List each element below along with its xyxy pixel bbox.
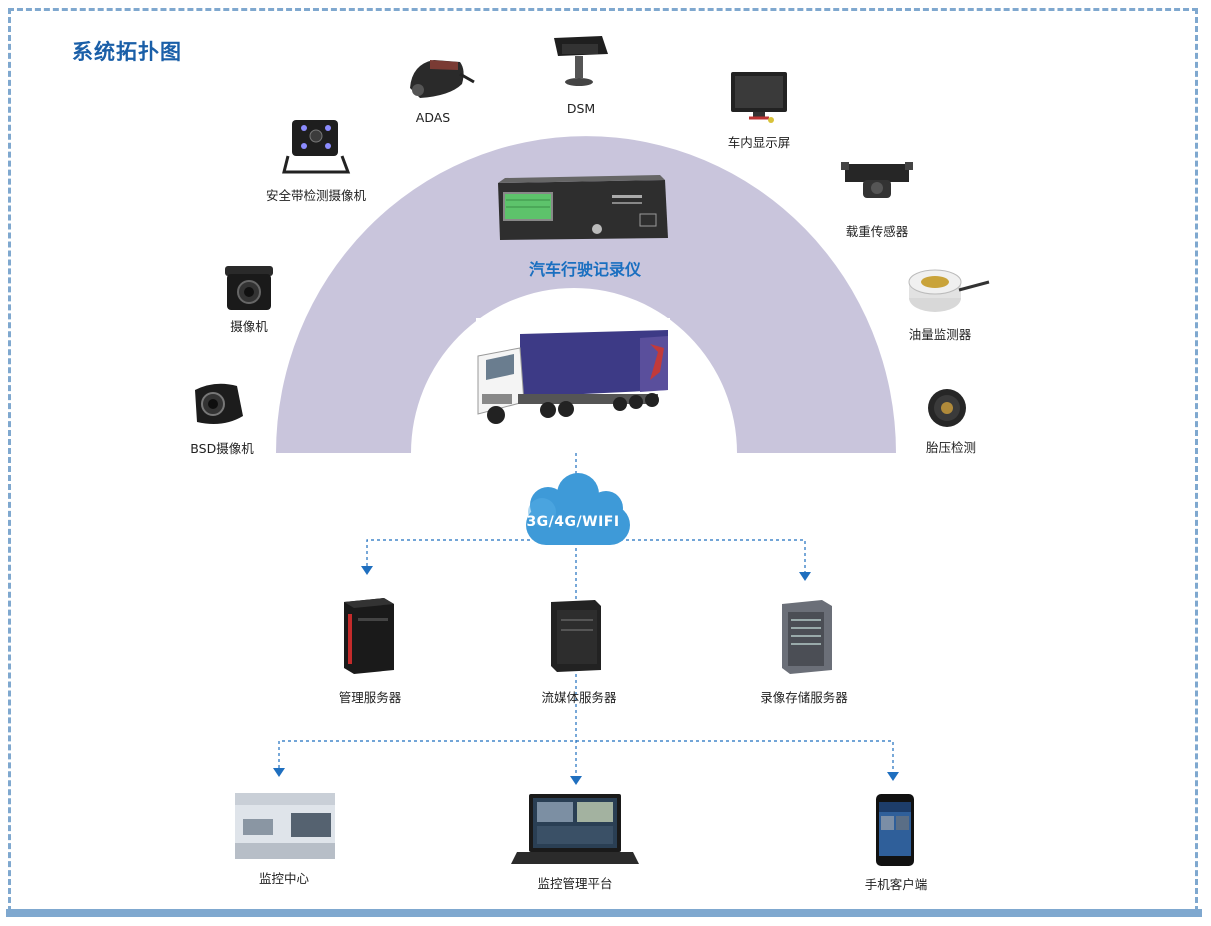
- fuel-sensor-icon: [908, 269, 990, 312]
- adas-camera-icon: [410, 60, 475, 98]
- control-room-icon: [235, 793, 335, 859]
- management-platform-label: 监控管理平台: [537, 876, 613, 891]
- recorder-label: 汽车行驶记录仪: [528, 260, 642, 279]
- load-sensor-label: 载重传感器: [845, 224, 909, 239]
- laptop-icon: [511, 794, 639, 864]
- dashed-frame: [8, 8, 1198, 912]
- adas-label: ADAS: [415, 110, 451, 125]
- vehicle-arch: [276, 136, 896, 453]
- seatbelt-camera-label: 安全带检测摄像机: [265, 188, 367, 203]
- smartphone-icon: [876, 794, 914, 866]
- management-server-label: 管理服务器: [338, 690, 402, 705]
- diagram-title: 系统拓扑图: [72, 40, 182, 64]
- connector-arrows: [273, 566, 899, 785]
- tire-sensor-icon: [928, 389, 966, 427]
- camera-label: 摄像机: [230, 319, 268, 334]
- load-sensor-icon: [841, 162, 913, 198]
- streaming-server-icon: [551, 600, 601, 672]
- tire-sensor-label: 胎压检测: [925, 440, 977, 455]
- seatbelt-camera-icon: [282, 120, 351, 174]
- network-label: 3G/4G/WIFI: [526, 514, 620, 530]
- monitoring-center-label: 监控中心: [258, 871, 310, 886]
- bsd-camera-label: BSD摄像机: [190, 441, 254, 456]
- storage-server-label: 录像存储服务器: [760, 690, 848, 705]
- dsm-label: DSM: [566, 101, 596, 116]
- bsd-camera-icon: [195, 383, 243, 424]
- display-label: 车内显示屏: [727, 135, 791, 150]
- management-server-icon: [344, 598, 394, 674]
- monitor-icon: [731, 72, 787, 123]
- storage-server-icon: [782, 600, 832, 674]
- recorder-device-icon: [498, 175, 668, 240]
- camera-icon: [225, 266, 273, 310]
- dsm-camera-icon: [554, 36, 608, 86]
- mobile-client-label: 手机客户端: [864, 877, 928, 892]
- frame-bottom-bar: [6, 909, 1202, 917]
- fuel-sensor-label: 油量监测器: [908, 327, 972, 342]
- truck-icon: [476, 318, 670, 432]
- streaming-server-label: 流媒体服务器: [541, 690, 617, 705]
- network-cloud-icon: [526, 473, 630, 545]
